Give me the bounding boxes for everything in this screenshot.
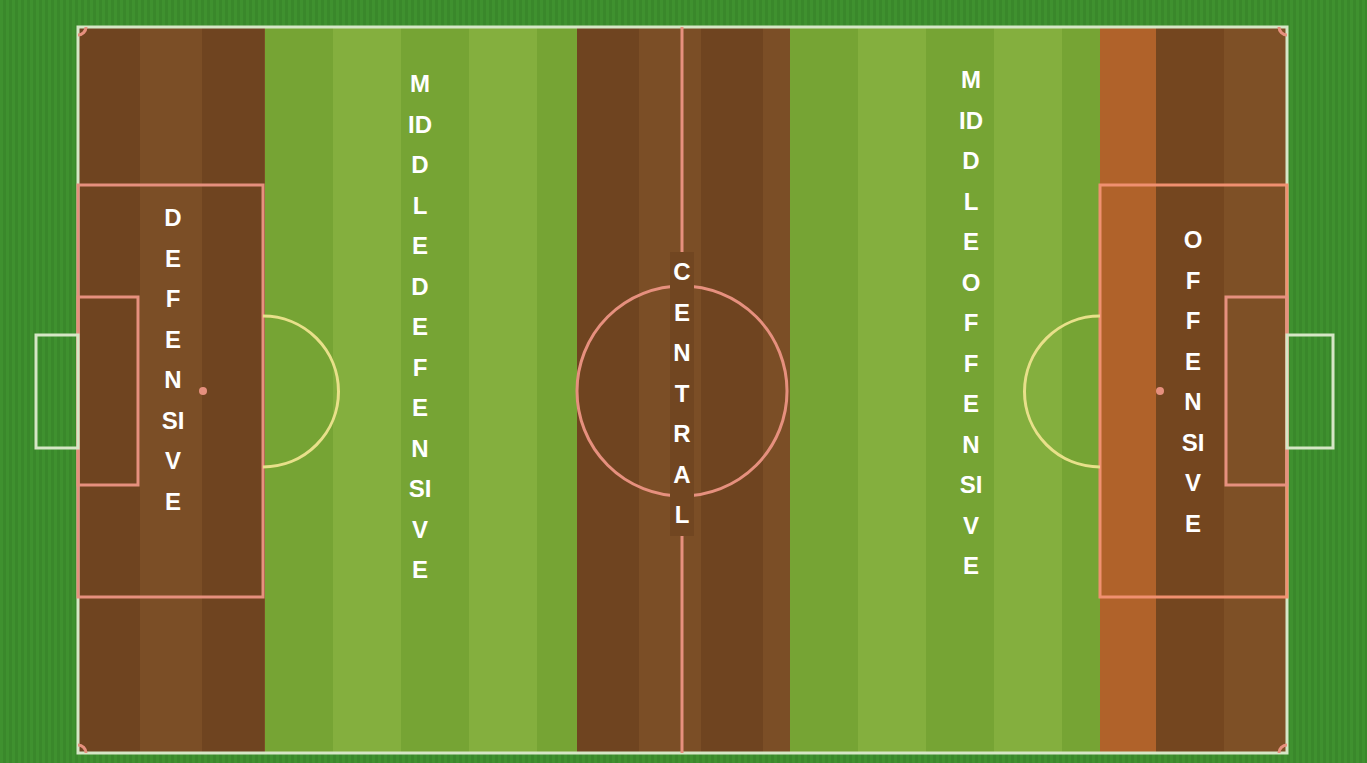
zone-label: CENTRAL <box>670 252 694 536</box>
zone-band: DEFENSIVE <box>78 27 265 753</box>
zone-label: DEFENSIVE <box>161 198 185 522</box>
zone-label: MIDDLE DEFENSIVE <box>408 64 432 591</box>
zone-band: MIDDLE OFFENSIVE <box>790 27 1100 753</box>
zone-band: MIDDLE DEFENSIVE <box>265 27 577 753</box>
zone-label: MIDDLE OFFENSIVE <box>959 60 983 587</box>
zone-label: OFFENSIVE <box>1181 220 1205 544</box>
zone-band: OFFENSIVE <box>1100 27 1287 753</box>
